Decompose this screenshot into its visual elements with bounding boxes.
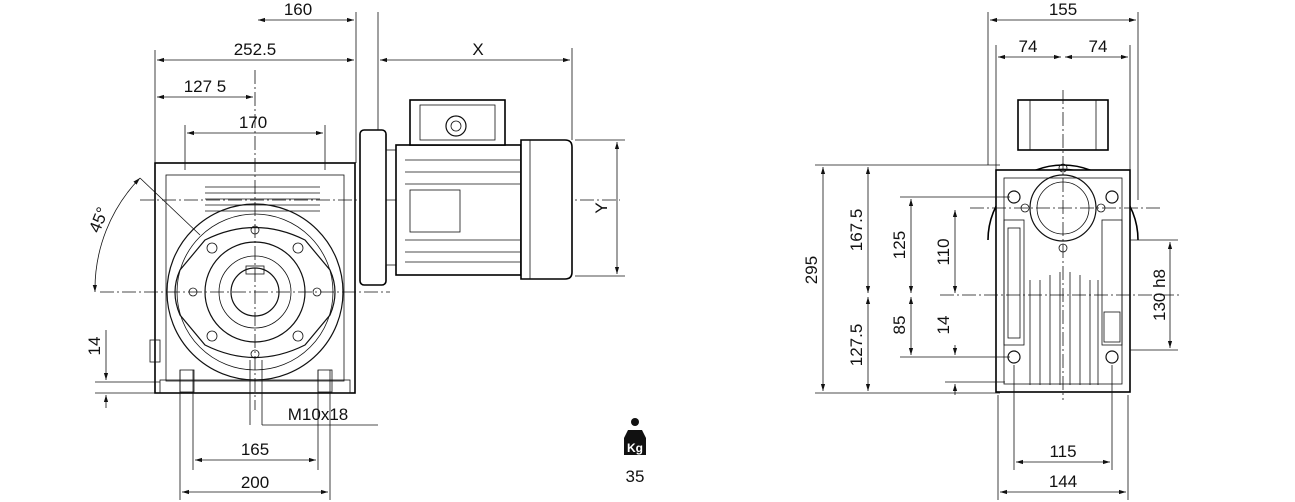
dim-115: 115: [1049, 442, 1076, 461]
weight-unit: Kg: [627, 441, 643, 455]
dim-14-left: 14: [85, 337, 104, 356]
terminal-box: [409, 99, 506, 146]
dim-155: 155: [1049, 0, 1077, 19]
dim-74-right: 74: [1089, 37, 1108, 56]
gearbox-side-view: [100, 70, 620, 410]
dim-165: 165: [241, 440, 269, 459]
dim-127-5-right: 127.5: [847, 324, 866, 367]
right-dimensions: [815, 12, 1178, 500]
dim-200: 200: [241, 473, 269, 492]
dim-170: 170: [239, 113, 267, 132]
dim-74-left: 74: [1019, 37, 1038, 56]
dim-127-5: 127 5: [184, 77, 227, 96]
dim-252-5: 252.5: [234, 40, 277, 59]
dim-14-right: 14: [934, 316, 953, 335]
dim-85: 85: [890, 316, 909, 335]
dim-125: 125: [890, 231, 909, 259]
motor-body: [395, 144, 522, 276]
motor-side-view: [359, 99, 573, 286]
dim-160: 160: [284, 0, 312, 19]
left-dimensions: [92, 12, 625, 500]
thread-m10x18: M10x18: [288, 405, 348, 424]
dim-x: X: [472, 40, 483, 59]
dim-144: 144: [1049, 472, 1077, 491]
gearbox-front-view: [940, 90, 1180, 400]
dim-295: 295: [802, 256, 821, 284]
dim-130-h8: 130 h8: [1150, 269, 1169, 321]
fan-cover: [520, 139, 573, 280]
angle-45: 45°: [85, 204, 112, 235]
dim-167-5: 167.5: [847, 209, 866, 252]
weight-icon: [624, 418, 646, 455]
dim-110: 110: [934, 238, 953, 265]
dim-y: Y: [592, 202, 611, 213]
weight-value: 35: [626, 467, 645, 486]
motor-flange: [359, 129, 387, 286]
